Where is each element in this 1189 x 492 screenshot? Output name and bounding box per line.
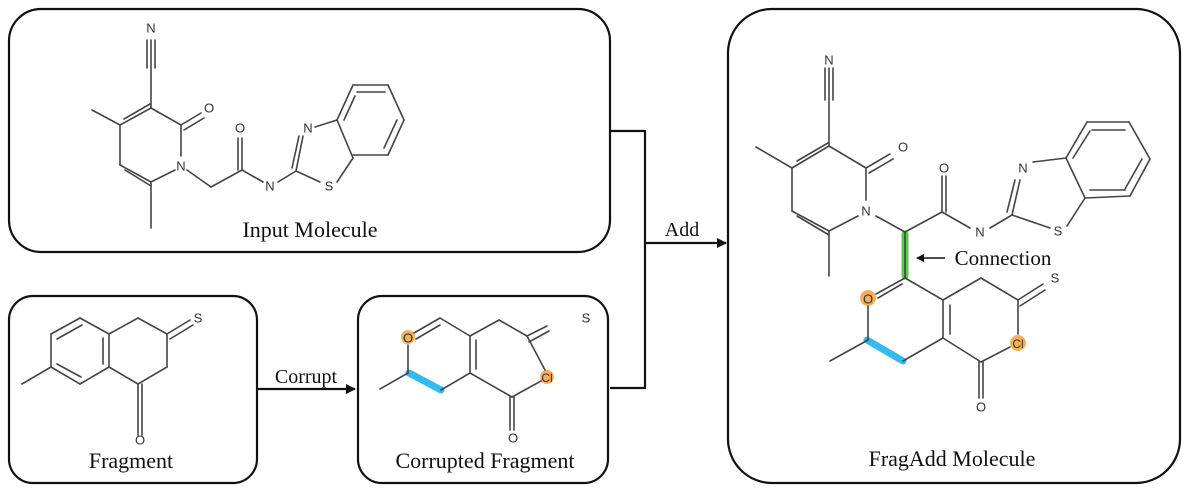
atom-label: N <box>1018 161 1027 176</box>
atom-label: S <box>1054 224 1063 239</box>
fragadd-molecule-panel: N O N O N N S O Cl S O Connection FragAd… <box>726 7 1182 485</box>
add-edge: Add <box>610 129 727 390</box>
fragadd-molecule-structure: N O N O N N S O Cl S O Connection <box>755 53 1151 415</box>
fragment-structure: S O <box>21 311 203 448</box>
atom-label: S <box>194 311 203 326</box>
input-molecule-caption: Input Molecule <box>242 217 377 242</box>
corrupt-edge: Corrupt <box>257 366 356 394</box>
connection-label: Connection <box>955 246 1052 270</box>
atom-label: N <box>861 204 870 219</box>
corrupted-atom-highlight <box>860 290 876 306</box>
add-label: Add <box>665 219 699 241</box>
corrupted-atom-highlight <box>1010 335 1026 351</box>
corrupted-fragment-caption: Corrupted Fragment <box>395 448 574 473</box>
atom-label: N <box>265 179 274 194</box>
atom-label: N <box>824 53 833 68</box>
atom-label: O <box>898 140 908 155</box>
input-molecule-structure: N O N O N N S <box>91 21 405 229</box>
atom-label: O <box>135 433 145 448</box>
atom-label: N <box>975 225 984 240</box>
atom-label: O <box>863 292 873 307</box>
atom-label: Cl <box>1012 337 1023 351</box>
corrupted-bond-highlight <box>863 336 907 365</box>
input-molecule-panel: N O N O N N S Input Molecule <box>7 7 612 254</box>
atom-label: O <box>204 101 214 116</box>
corrupt-label: Corrupt <box>275 366 338 388</box>
corrupted-atom-highlight <box>401 330 415 344</box>
atom-label: O <box>235 121 245 136</box>
atom-label: O <box>976 400 986 415</box>
atom-label: N <box>146 21 155 36</box>
corrupted-fragment-box <box>356 294 610 485</box>
fragment-panel: S O Fragment <box>7 294 259 485</box>
corrupted-fragment-structure: O Cl S O <box>379 311 591 446</box>
fragadd-molecule-caption: FragAdd Molecule <box>869 446 1036 471</box>
atom-label: O <box>508 431 518 446</box>
atom-label: N <box>176 159 185 174</box>
atom-label: O <box>939 161 949 176</box>
atom-label: S <box>582 311 591 326</box>
atom-label: N <box>303 121 312 136</box>
merge-bracket <box>610 129 647 390</box>
atom-label: S <box>325 179 334 194</box>
atom-label: S <box>1051 271 1060 286</box>
atom-label: O <box>403 331 413 346</box>
atom-label: Cl <box>541 371 552 385</box>
corrupted-bond-highlight <box>405 369 445 394</box>
corrupted-fragment-panel: O Cl S O Corrupted Fragment <box>356 294 610 485</box>
fragadd-molecule-box <box>726 7 1182 485</box>
corrupted-atom-highlight <box>540 370 554 384</box>
fragment-caption: Fragment <box>89 448 173 473</box>
